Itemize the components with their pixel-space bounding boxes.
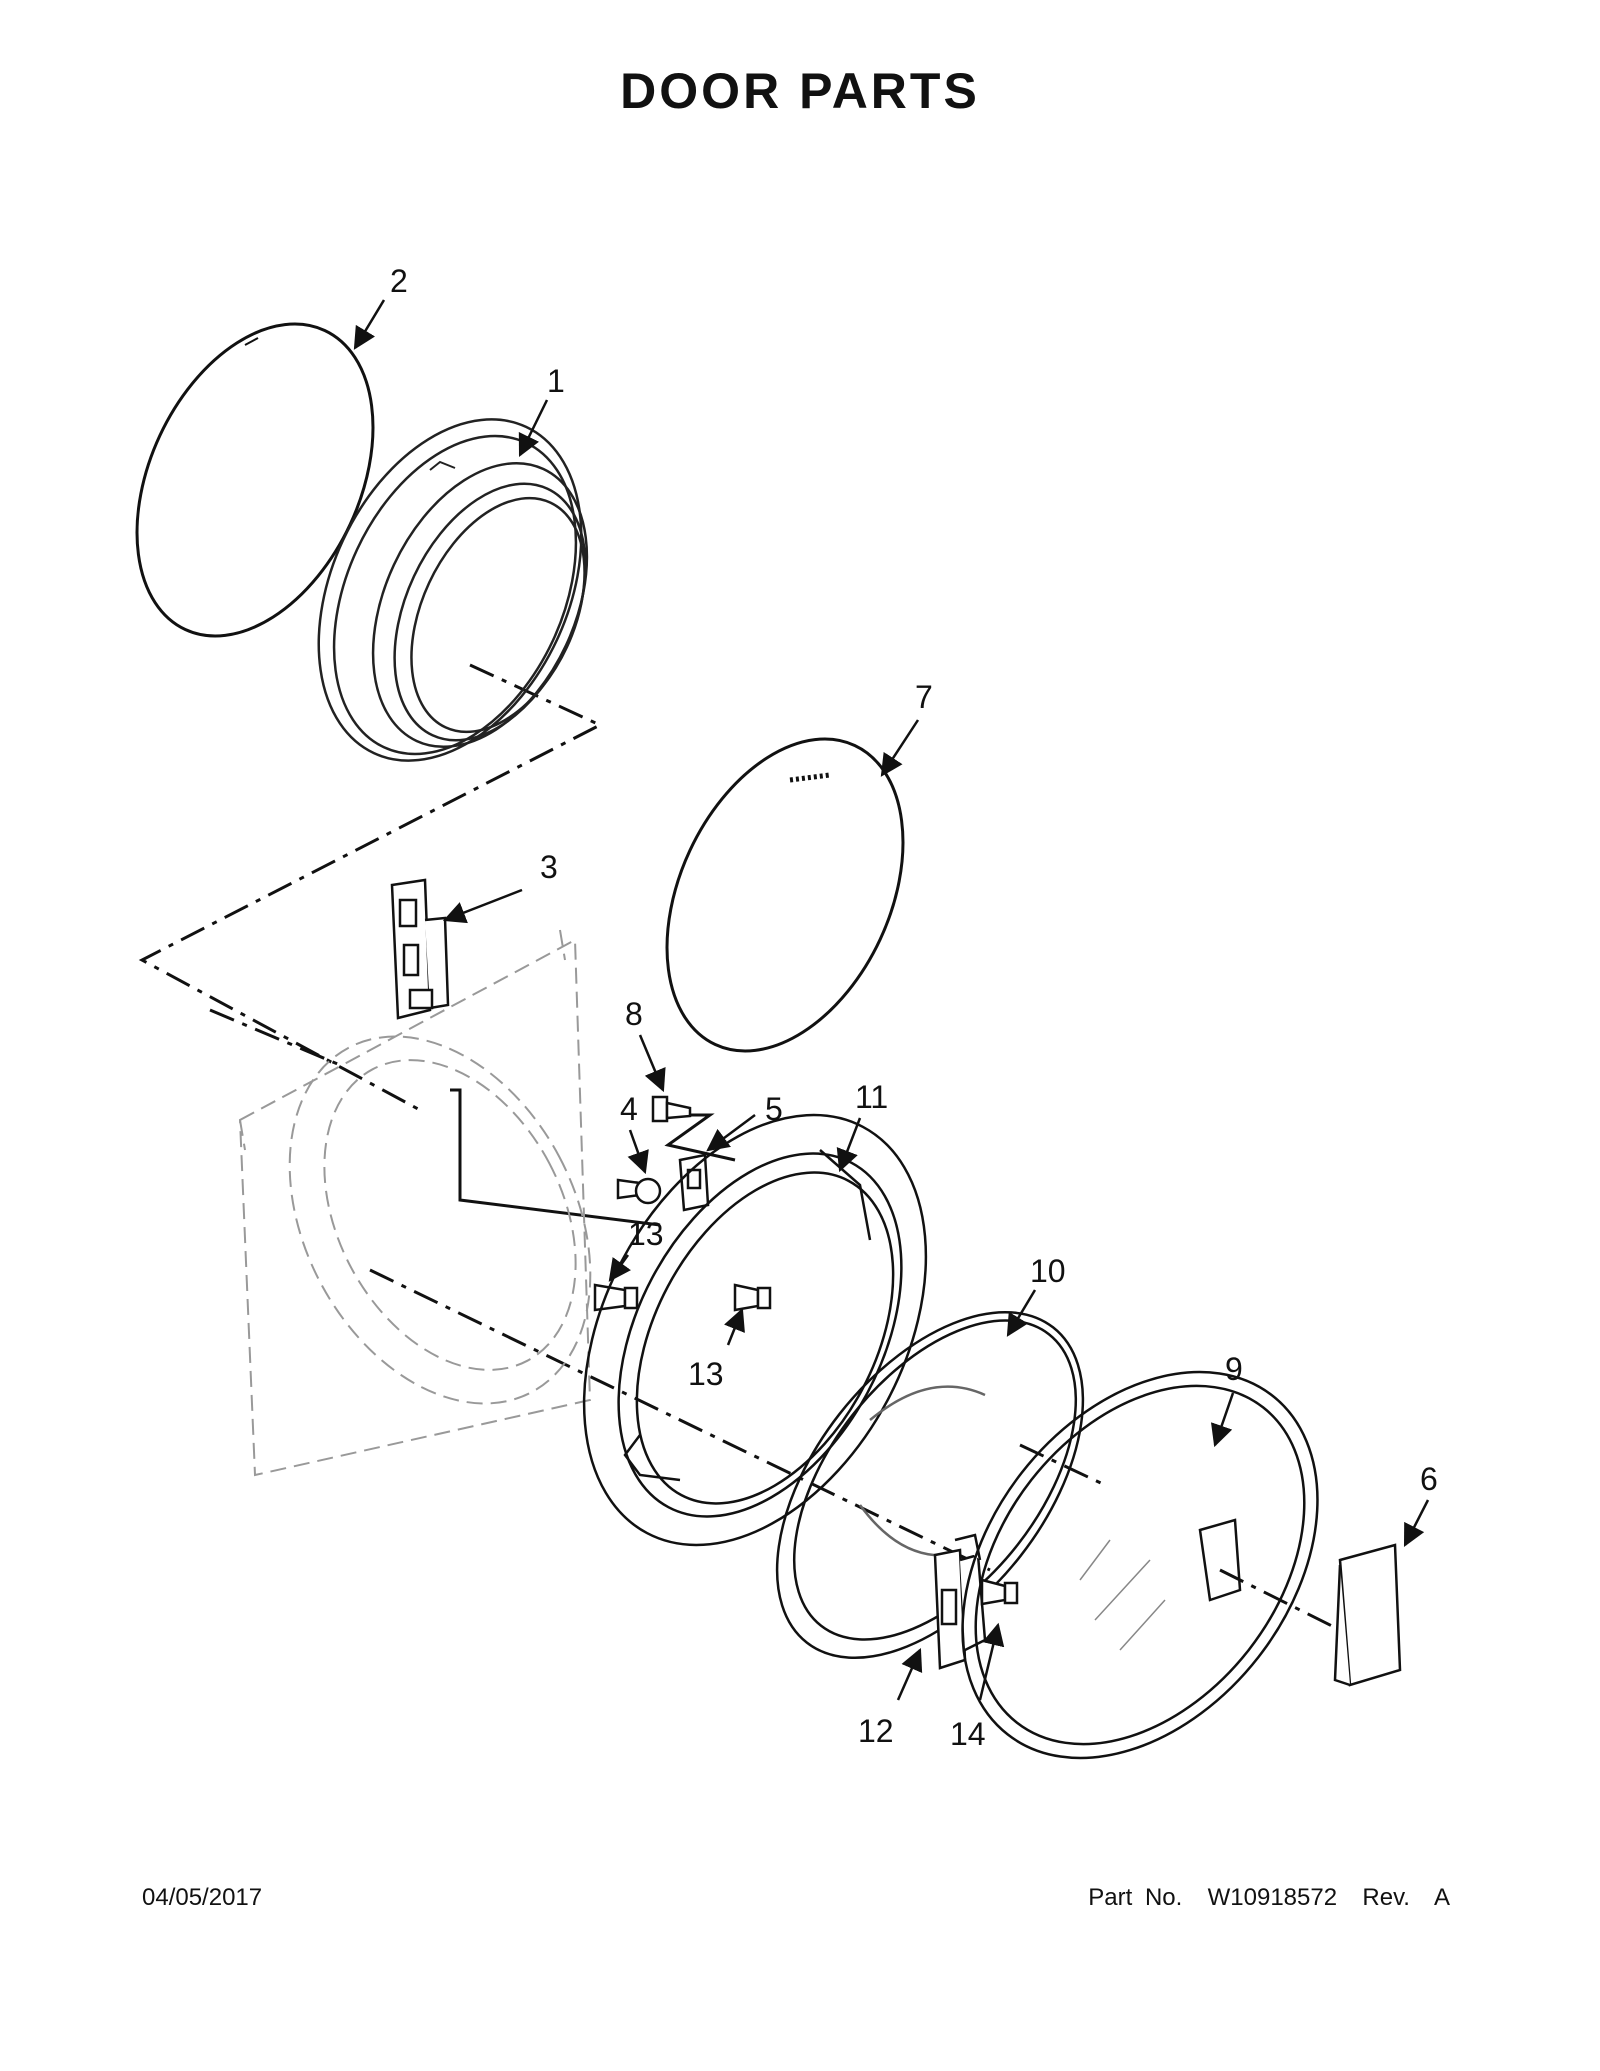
part-14-screw [980,1578,1019,1606]
callout-5: 5 [765,1091,783,1127]
footer-date: 04/05/2017 [142,1884,263,1911]
callout-11: 11 [855,1079,888,1115]
callout-6: 6 [1420,1461,1438,1497]
page-title: DOOR PARTS [620,63,980,119]
part-2-seal-ring [135,322,375,638]
part-11-inner-door-frame [582,1113,928,1547]
callout-13b: 13 [688,1356,724,1392]
part-7-glass-gasket [665,737,905,1053]
alignment-lines [138,663,1341,1632]
part-4-screw [616,1177,662,1205]
footer-part-number: Part No. W10918572 Rev. A [1088,1884,1450,1911]
cabinet-front-panel [238,929,592,1477]
part-1-door-boot [317,418,589,762]
callout-10: 10 [1030,1253,1066,1289]
callout-9: 9 [1225,1351,1243,1387]
part-8-screw [651,1095,692,1123]
part-13-screws [593,1283,772,1312]
part-3-door-lock [390,878,450,1020]
part-9-outer-door [961,1370,1319,1760]
callout-12: 12 [858,1713,894,1749]
part-12-hinge [933,1533,987,1670]
part-6-handle [1333,1543,1402,1687]
callout-13a: 13 [628,1216,664,1252]
part-10-inner-glass [775,1310,1085,1660]
callout-7: 7 [915,679,933,715]
leader-lines [450,1088,736,1227]
callout-1: 1 [547,363,565,399]
callout-2: 2 [390,263,408,299]
callout-14: 14 [950,1716,986,1752]
callout-8: 8 [625,996,643,1032]
callout-4: 4 [620,1091,638,1127]
callout-3: 3 [540,849,558,885]
callout-arrows [353,299,1430,1701]
part-5-strike [678,1153,710,1212]
